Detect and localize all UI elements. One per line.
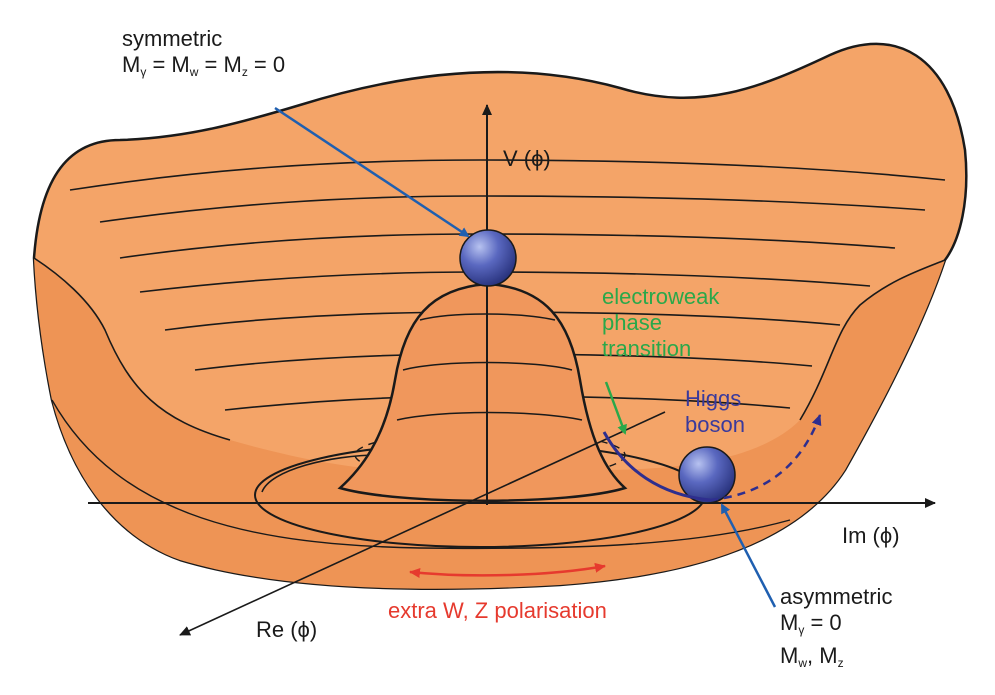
- asymmetric-pointer-arrow: [720, 503, 777, 608]
- symmetric-ball: [459, 229, 517, 287]
- bowl-inner-wall: [34, 258, 945, 589]
- symmetric-title: symmetric: [122, 26, 223, 51]
- re-axis-label: Re (ϕ): [256, 617, 318, 642]
- asymmetric-label: asymmetric Mγ = 0 Mw, Mz: [780, 584, 892, 676]
- bowl-front-line: [51, 399, 791, 550]
- ewpt-arrow: [604, 381, 627, 435]
- trough-inner-ring: [261, 454, 381, 493]
- central-hump: [337, 282, 628, 502]
- extra-polarisation-label: extra W, Z polarisation: [388, 598, 607, 623]
- symmetric-formula: Mγ = Mw = Mz = 0: [122, 52, 286, 79]
- ewpt-label: electroweak phase transition: [602, 284, 720, 361]
- v-axis-label: V (ϕ): [503, 146, 551, 171]
- im-axis-label: Im (ϕ): [842, 523, 900, 548]
- higgs-oscillation-dashed: [709, 414, 822, 502]
- asymmetric-formula-1: Mγ = 0: [780, 610, 842, 637]
- symmetric-pointer-arrow: [274, 106, 470, 238]
- symmetric-label: symmetric Mγ = Mw = Mz = 0: [122, 26, 285, 85]
- higgs-boson-label: Higgs boson: [685, 386, 745, 437]
- polarisation-arrow: [409, 562, 606, 578]
- higgs-roll-path: [602, 431, 711, 502]
- asymmetric-ball: [678, 446, 736, 504]
- re-axis: [179, 411, 666, 636]
- asymmetric-title: asymmetric: [780, 584, 893, 609]
- asymmetric-formula-2: Mw, Mz: [780, 643, 844, 670]
